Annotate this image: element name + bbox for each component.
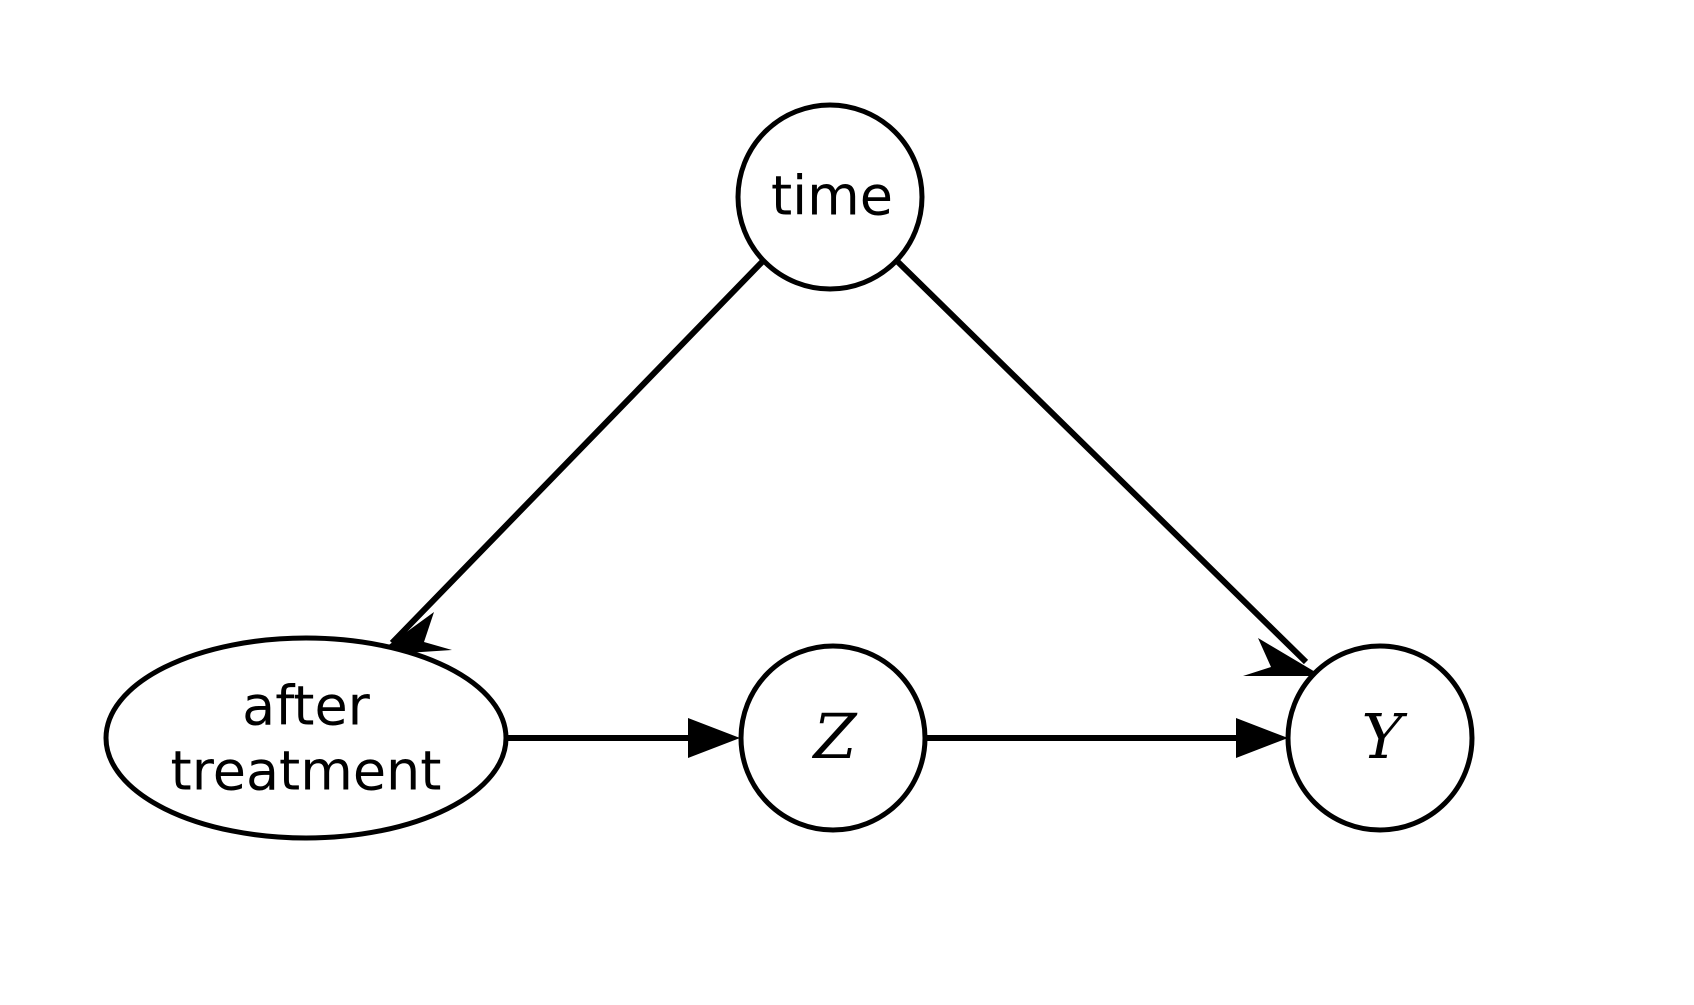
edge-Z-to-Y[interactable] (925, 718, 1288, 758)
arrowhead-time-Y (1243, 638, 1322, 676)
node-after-treatment-shape (103, 635, 509, 841)
edge-line-time-Y (895, 259, 1309, 665)
node-after-treatment-label-line1: after (242, 675, 371, 738)
edge-time-to-Y[interactable] (895, 259, 1322, 676)
node-Z-shape (738, 643, 928, 833)
node-time[interactable]: time (735, 102, 925, 292)
node-Z-label: Z (811, 700, 857, 773)
node-time-shape (735, 102, 925, 292)
node-after-treatment-label-line2: treatment (171, 740, 442, 803)
arrowhead-Z-Y (1236, 718, 1288, 758)
node-time-label: time (771, 165, 893, 228)
node-Y-shape (1285, 643, 1475, 833)
edge-time-to-after-treatment[interactable] (375, 258, 766, 655)
edge-after-treatment-to-Z[interactable] (506, 718, 740, 758)
node-Y-label: Y (1362, 700, 1408, 773)
node-Z[interactable]: Z (738, 643, 928, 833)
node-after-treatment[interactable]: after treatment (103, 635, 509, 841)
arrowhead-time-after-treatment (375, 612, 452, 655)
node-Y[interactable]: Y (1285, 643, 1475, 833)
arrowhead-after-treatment-Z (688, 718, 740, 758)
edge-line-time-after-treatment (389, 258, 766, 646)
